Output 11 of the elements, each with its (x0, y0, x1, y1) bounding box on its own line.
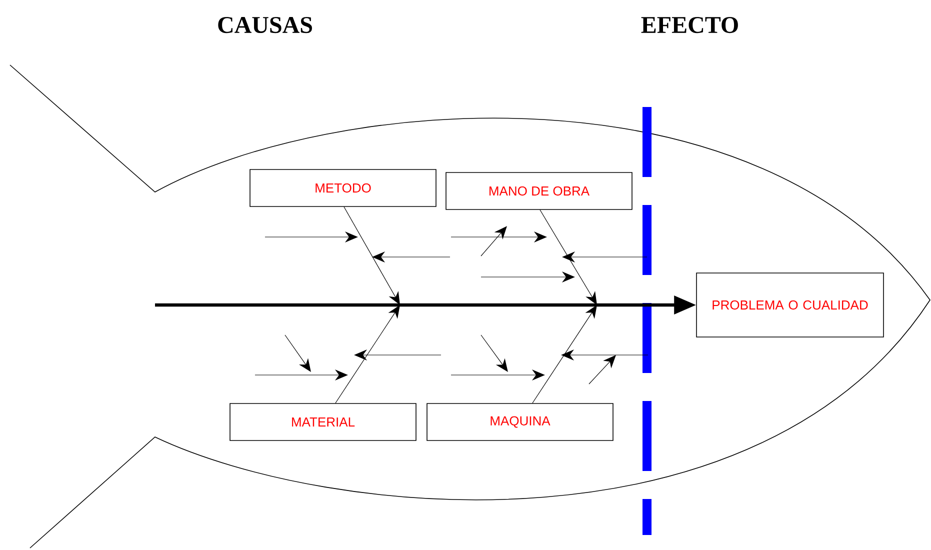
branch-arrow (344, 206, 400, 305)
cause-box: METODO (250, 169, 436, 207)
heading: CAUSAS (218, 16, 312, 34)
cause-box: MAQUINA (426, 403, 614, 441)
cause-box: MATERIAL (230, 403, 416, 441)
cause-box: PROBLEMA O CUALIDAD (696, 272, 884, 338)
branch-arrow (532, 305, 597, 404)
heading: EFECTO (641, 16, 738, 34)
branch-arrow (335, 305, 400, 404)
cause-box: MANO DE OBRA (446, 172, 632, 210)
branch-arrow (540, 210, 597, 305)
